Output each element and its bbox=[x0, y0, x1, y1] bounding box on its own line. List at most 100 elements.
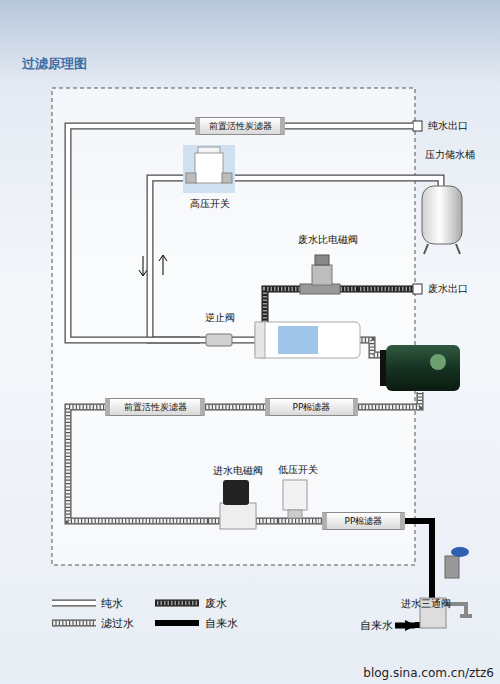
pipe-stroke bbox=[52, 600, 96, 607]
flow-arrow bbox=[139, 256, 147, 276]
filter-cartridge: PP棉滤器 bbox=[322, 512, 405, 530]
node-label: 进水电磁阀 bbox=[208, 464, 268, 478]
node-label: 低压开关 bbox=[278, 464, 318, 477]
pipe-stroke bbox=[155, 601, 199, 606]
node-label: 废水出口 bbox=[428, 282, 468, 296]
switch-fitting bbox=[186, 173, 196, 183]
pipe-stroke bbox=[395, 623, 415, 629]
valve-body bbox=[445, 556, 459, 578]
pump-logo bbox=[430, 354, 446, 370]
pipe-stroke bbox=[52, 621, 96, 626]
valve-body bbox=[312, 265, 332, 285]
node-label: PP棉滤器 bbox=[293, 401, 331, 414]
pipe-stroke bbox=[155, 600, 199, 607]
membrane-housing bbox=[255, 322, 360, 358]
pipe-stroke bbox=[52, 620, 96, 627]
switch-fitting bbox=[222, 173, 232, 183]
waste-solenoid-valve: 废水比电磁阀 bbox=[298, 234, 358, 295]
solenoid-body bbox=[220, 503, 256, 529]
pipe-stroke bbox=[52, 621, 96, 626]
pipe-connector bbox=[68, 126, 200, 340]
node-label: 逆止阀 bbox=[200, 311, 240, 325]
water-source: 自来水 bbox=[360, 618, 395, 633]
tank-legs bbox=[424, 244, 460, 254]
pipe-connector bbox=[358, 289, 413, 290]
pump-body bbox=[386, 345, 460, 391]
pipe-stroke bbox=[358, 287, 413, 292]
node-label: 前置活性炭滤器 bbox=[124, 401, 187, 414]
legend-label: 纯水 bbox=[101, 596, 123, 611]
pipe-stroke bbox=[268, 519, 278, 524]
diagram-title: 过滤原理图 bbox=[22, 55, 87, 73]
tee-valve: 进水三通阀 bbox=[415, 545, 480, 640]
pipe-stroke bbox=[358, 286, 413, 293]
node-label: 前置活性炭滤器 bbox=[209, 120, 272, 133]
outlet-port: 废水出口 bbox=[413, 281, 481, 297]
legend-label: 自来水 bbox=[205, 616, 238, 631]
filter-cartridge: 前置活性炭滤器 bbox=[195, 117, 285, 135]
pipe-stroke bbox=[205, 405, 265, 410]
pipe-stroke bbox=[68, 407, 208, 521]
watermark-text: blog.sina.com.cn/ztz6 bbox=[363, 666, 494, 680]
node-label: 压力储水桶 bbox=[410, 148, 490, 162]
outlet-square bbox=[413, 284, 422, 294]
pipe-stroke bbox=[358, 287, 413, 292]
pressure-switch: 低压开关 bbox=[278, 464, 318, 526]
pipe-connector bbox=[395, 625, 415, 626]
pipe-stroke bbox=[240, 175, 410, 182]
pipe-stroke bbox=[285, 123, 413, 130]
switch-body bbox=[195, 153, 223, 183]
tank-body bbox=[422, 186, 462, 244]
node-label: PP棉滤器 bbox=[345, 515, 383, 528]
valve-nut bbox=[315, 255, 329, 265]
legend-label: 废水 bbox=[205, 596, 227, 611]
pipe-connector bbox=[240, 178, 410, 179]
pipe-stroke bbox=[205, 405, 265, 410]
node-label: 进水三通阀 bbox=[401, 597, 451, 611]
membrane-cap bbox=[255, 322, 265, 358]
pressure-switch: 高压开关 bbox=[180, 143, 240, 211]
switch-fitting bbox=[288, 510, 302, 518]
outlet-square bbox=[413, 121, 422, 131]
pipe-stroke bbox=[52, 601, 96, 606]
pure-pipe bbox=[180, 178, 441, 340]
pipe-stroke bbox=[268, 518, 278, 525]
pipe-connector bbox=[268, 521, 278, 522]
solenoid-coil bbox=[223, 480, 249, 505]
switch-body bbox=[283, 480, 307, 510]
flow-arrow bbox=[159, 255, 167, 275]
valve-handle bbox=[451, 547, 469, 557]
membrane-label bbox=[278, 326, 318, 354]
check-valve-body bbox=[206, 334, 232, 346]
filter-cartridge: 前置活性炭滤器 bbox=[105, 398, 205, 416]
pipe-stroke bbox=[285, 124, 413, 129]
switch-photo bbox=[183, 145, 235, 193]
pipe-stroke bbox=[68, 126, 200, 340]
node-label: 高压开关 bbox=[180, 197, 240, 211]
pipe-stroke bbox=[68, 407, 208, 521]
pipe-stroke bbox=[405, 521, 432, 545]
pipe-connector bbox=[205, 407, 265, 408]
pipe-stroke bbox=[155, 620, 199, 626]
pipe-stroke bbox=[268, 519, 278, 524]
pipe-connector bbox=[405, 521, 432, 545]
node-label: 纯水出口 bbox=[428, 119, 468, 133]
inlet-solenoid-valve: 进水电磁阀 bbox=[208, 464, 268, 538]
check-valve: 逆止阀 bbox=[200, 311, 240, 349]
pipe-stroke bbox=[68, 407, 208, 521]
pipe-stroke bbox=[68, 126, 200, 340]
node-label: 废水比电磁阀 bbox=[298, 234, 358, 247]
pipe-stroke bbox=[155, 601, 199, 606]
dashed-frame bbox=[52, 88, 415, 565]
pipe-stroke bbox=[205, 404, 265, 411]
pipe-stroke bbox=[240, 176, 410, 181]
pipe-connector bbox=[68, 407, 208, 521]
node-label: 自来水 bbox=[360, 618, 393, 633]
pipe-connector bbox=[285, 126, 413, 127]
outlet-port: 纯水出口 bbox=[413, 118, 481, 134]
pressure-tank: 压力储水桶 bbox=[410, 148, 490, 254]
legend-label: 滤过水 bbox=[101, 616, 134, 631]
filter-cartridge: PP棉滤器 bbox=[265, 398, 358, 416]
